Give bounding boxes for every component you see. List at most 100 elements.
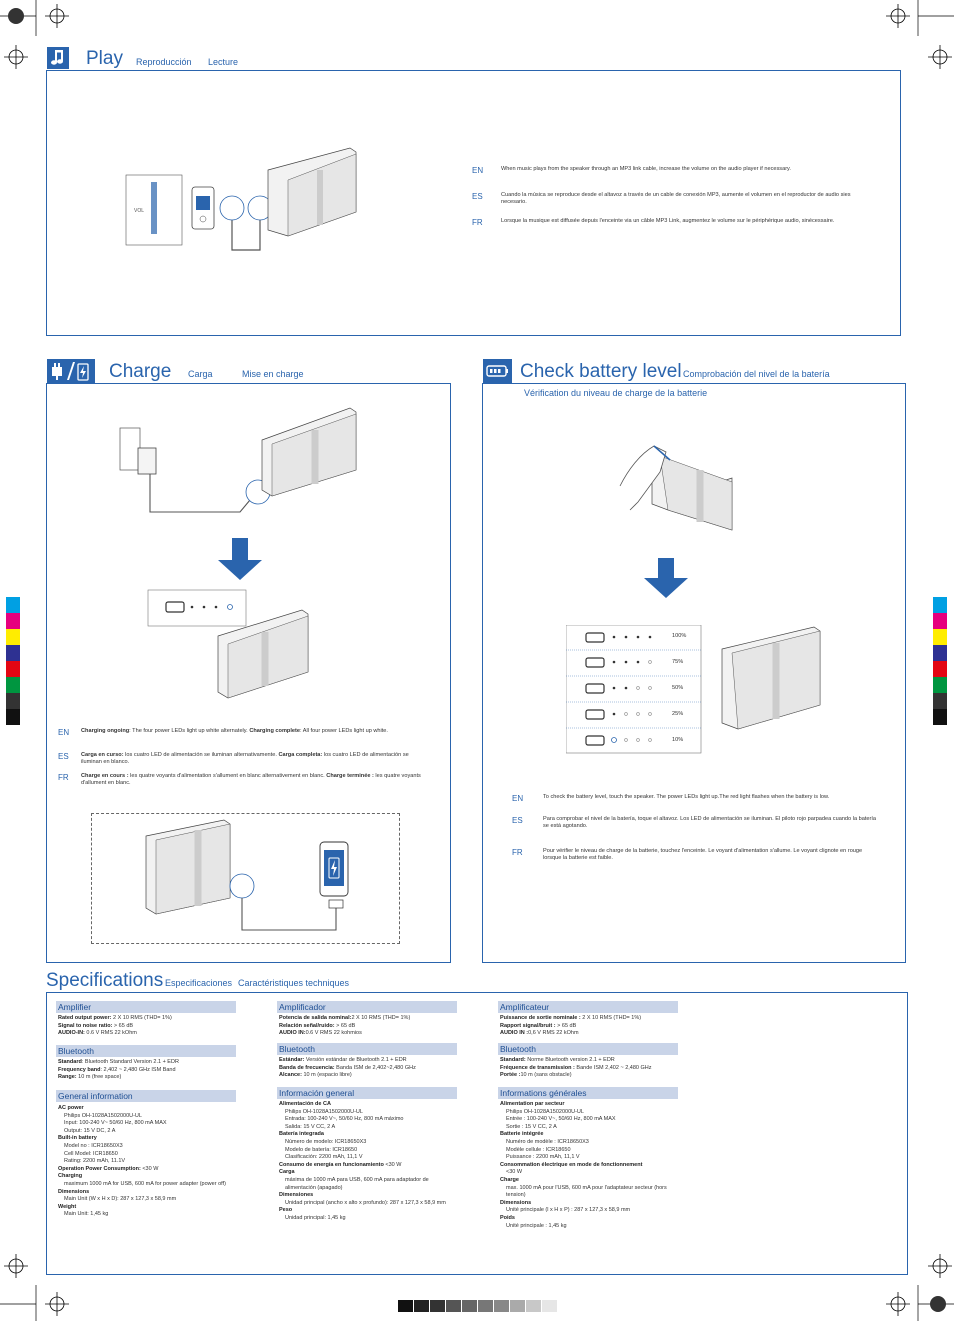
- spec-en-dimensions-value: Main Unit (W x H x D): 287 x 127,3 x 58,…: [64, 1196, 177, 1203]
- spec-es-bt3-value: 10 m (espacio libre): [301, 1072, 352, 1079]
- spec-es-charging-label: Carga: [279, 1169, 295, 1176]
- spec-es-ac2: Entrada: 100-240 V~, 50/60 Hz, 800 mA má…: [285, 1116, 404, 1123]
- spec-fr-op-label: Consommation électrique en mode de fonct…: [500, 1161, 643, 1168]
- battery-level-10: 10%: [672, 737, 684, 743]
- spec-en-amplifier: Rated output power: 2 X 10 RMS (THD= 1%)…: [58, 1015, 236, 1038]
- battery-icon: [483, 359, 512, 383]
- spec-fr-dimensions-label: Dimensions: [500, 1199, 532, 1206]
- spec-fr-bb1: Numéro de modèle : ICR18650X3: [506, 1138, 589, 1145]
- spec-es-charging-value: máxima de 1000 mA para USB, 600 mA para …: [285, 1176, 429, 1191]
- spec-en-bt2-label: Frequency band: [58, 1066, 101, 1073]
- spec-es-ac1: Philips OH-1028A1502000U-UL: [285, 1108, 363, 1115]
- spec-es-amplifier-header: Amplificador: [277, 1001, 457, 1013]
- battery-en-tag: EN: [512, 794, 524, 803]
- charge-es-text: Carga en curso: los cuatro LED de alimen…: [81, 752, 426, 767]
- charge-en-bold2: Charging complete: [249, 728, 300, 734]
- play-es-text: Cuando la música se reproduce desde el a…: [501, 192, 851, 206]
- usb-charging-frame: [91, 813, 400, 944]
- specs-title: Specifications: [46, 970, 164, 991]
- battery-fr-tag: FR: [512, 848, 523, 857]
- spec-en-bluetooth: Standard: Bluetooth Standard Version 2.1…: [58, 1059, 236, 1082]
- specs-subtitle-fr: Caractéristiques techniques: [238, 978, 350, 988]
- spec-fr-charging-label: Charge: [500, 1176, 519, 1183]
- spec-fr-ac-label: Alimentation par secteur: [500, 1101, 565, 1107]
- charge-fr-t2: les quatre voyants d'allument en blanc.: [81, 773, 421, 787]
- spec-es-weight-value: Unidad principal: 1,45 kg: [285, 1214, 346, 1221]
- spec-fr-bb3: Puissance : 2200 mAh, 11,1 V: [506, 1154, 580, 1161]
- charge-es-t1: los cuatro LED de alimentación se ilumin…: [123, 752, 277, 758]
- spec-en-bb2: Cell Model: ICR18650: [64, 1150, 118, 1157]
- plug-battery-icon: [47, 359, 95, 383]
- battery-subtitle-fr: Vérification du niveau de charge de la b…: [524, 388, 708, 398]
- play-en-tag: EN: [472, 166, 484, 175]
- spec-fr-ac2: Entrée : 100-240 V~, 50/60 Hz, 800 mA MA…: [506, 1116, 616, 1123]
- charge-es-tag: ES: [58, 752, 69, 761]
- spec-es-amp2-value: > 65 dB: [334, 1022, 356, 1029]
- spec-en-bluetooth-header: Bluetooth: [56, 1045, 236, 1057]
- spec-fr-amp3-label: AUDIO IN :: [500, 1030, 529, 1037]
- spec-fr-op-value2: <30 W: [506, 1169, 523, 1176]
- battery-fr-text: Pour vérifier le niveau de charge de la …: [543, 848, 863, 862]
- spec-es-bb3: Clasificación: 2200 mAh, 11,1 V: [285, 1154, 363, 1161]
- play-panel: [46, 70, 901, 336]
- battery-es-text: Para comprobar el nivel de la batería, t…: [543, 816, 877, 830]
- spec-en-ac2: Input: 100-240 V~ 50/60 Hz, 800 mA MAX: [64, 1120, 167, 1127]
- spec-en-amp1-value: 2 X 10 RMS (THD= 1%): [111, 1015, 172, 1021]
- spec-es-bb-label: Batería integrada: [279, 1131, 324, 1138]
- charge-es-bold2: Carga completa:: [278, 752, 323, 758]
- battery-level-25: 25%: [672, 711, 684, 717]
- spec-en-amplifier-header: Amplifier: [56, 1001, 236, 1013]
- spec-fr-bluetooth: Standard: Norme Bluetooth version 2.1 + …: [500, 1057, 678, 1080]
- spec-es-ac-label: Alimentación de CA: [279, 1101, 331, 1107]
- play-en-text: When music plays from the speaker throug…: [501, 166, 791, 172]
- spec-fr-ac3: Sortie : 15 V CC, 2 A: [506, 1123, 557, 1130]
- spec-es-ac3: Salida: 15 V CC, 2 A: [285, 1123, 336, 1130]
- spec-fr-amp2-value: > 65 dB: [555, 1022, 577, 1029]
- battery-es-tag: ES: [512, 816, 523, 825]
- charge-illustration: [119, 407, 357, 699]
- spec-es-amp1-value: 2 X 10 RMS (THD= 1%): [351, 1015, 411, 1021]
- spec-fr-bluetooth-header: Bluetooth: [498, 1043, 678, 1055]
- spec-fr-general: Alimentation par secteur Philips OH-1028…: [500, 1101, 680, 1230]
- spec-en-amp2-value: > 65 dB: [112, 1022, 134, 1029]
- play-title: Play: [86, 48, 123, 69]
- spec-fr-bt1-value: Norme Bluetooth version 2.1 + EDR: [525, 1057, 615, 1063]
- spec-fr-amp3-value: 0,6 V RMS 22 kOhm: [528, 1030, 579, 1037]
- charge-fr-tag: FR: [58, 773, 69, 782]
- spec-en-ac1: Philips OH-1028A1502000U-UL: [64, 1112, 142, 1119]
- battery-level-illustration: [566, 625, 821, 754]
- spec-en-amp3-value: 0.6 V RMS 22 kOhm: [84, 1030, 137, 1037]
- spec-fr-general-header: Informations générales: [498, 1087, 678, 1099]
- spec-fr-bb-label: Batterie intégrée: [500, 1131, 544, 1138]
- charge-fr-text: Charge en cours : les quatre voyants d'a…: [81, 773, 426, 788]
- spec-es-amplifier: Potencia de salida nominal:2 X 10 RMS (T…: [279, 1015, 457, 1038]
- spec-en-ac-label: AC power: [58, 1105, 84, 1111]
- spec-fr-bb2: Modèle cellule : ICR18650: [506, 1146, 571, 1153]
- charge-title: Charge: [109, 361, 172, 382]
- spec-en-bb3: Rating: 2200 mAh, 11.1V: [64, 1158, 126, 1165]
- spec-en-bt3-value: 10 m (free space): [76, 1074, 122, 1081]
- charge-en-tag: EN: [58, 728, 70, 737]
- spec-es-bt2-label: Banda de frecuencia:: [279, 1064, 335, 1071]
- spec-en-general-header: General information: [56, 1090, 236, 1102]
- spec-es-weight-label: Peso: [279, 1207, 293, 1214]
- spec-en-general: AC power Philips OH-1028A1502000U-UL Inp…: [58, 1105, 236, 1219]
- spec-fr-weight-label: Poids: [500, 1214, 515, 1221]
- specs-panel: [46, 992, 908, 1275]
- spec-en-weight-label: Weight: [58, 1203, 77, 1210]
- spec-en-bb-label: Built-in battery: [58, 1135, 97, 1142]
- specs-subtitle-es: Especificaciones: [165, 978, 233, 988]
- spec-en-dimensions-label: Dimensions: [58, 1188, 90, 1195]
- spec-en-weight-value: Main Unit: 1,45 kg: [64, 1211, 109, 1218]
- spec-fr-charging-value: max. 1000 mA pour l'USB, 600 mA pour l'a…: [506, 1184, 667, 1199]
- spec-es-dimensions-label: Dimensiones: [279, 1192, 314, 1199]
- play-fr-tag: FR: [472, 218, 483, 227]
- spec-es-bt3-label: Alcance:: [279, 1072, 302, 1079]
- battery-level-75: 75%: [672, 659, 684, 665]
- spec-es-general-header: Información general: [277, 1087, 457, 1099]
- spec-es-bt1-label: Estándar:: [279, 1057, 305, 1063]
- spec-en-amp2-label: Signal to noise ratio:: [58, 1022, 113, 1029]
- battery-subtitle-es: Comprobación del nivel de la batería: [683, 369, 830, 379]
- play-es-tag: ES: [472, 192, 483, 201]
- spec-fr-amplifier-header: Amplificateur: [498, 1001, 678, 1013]
